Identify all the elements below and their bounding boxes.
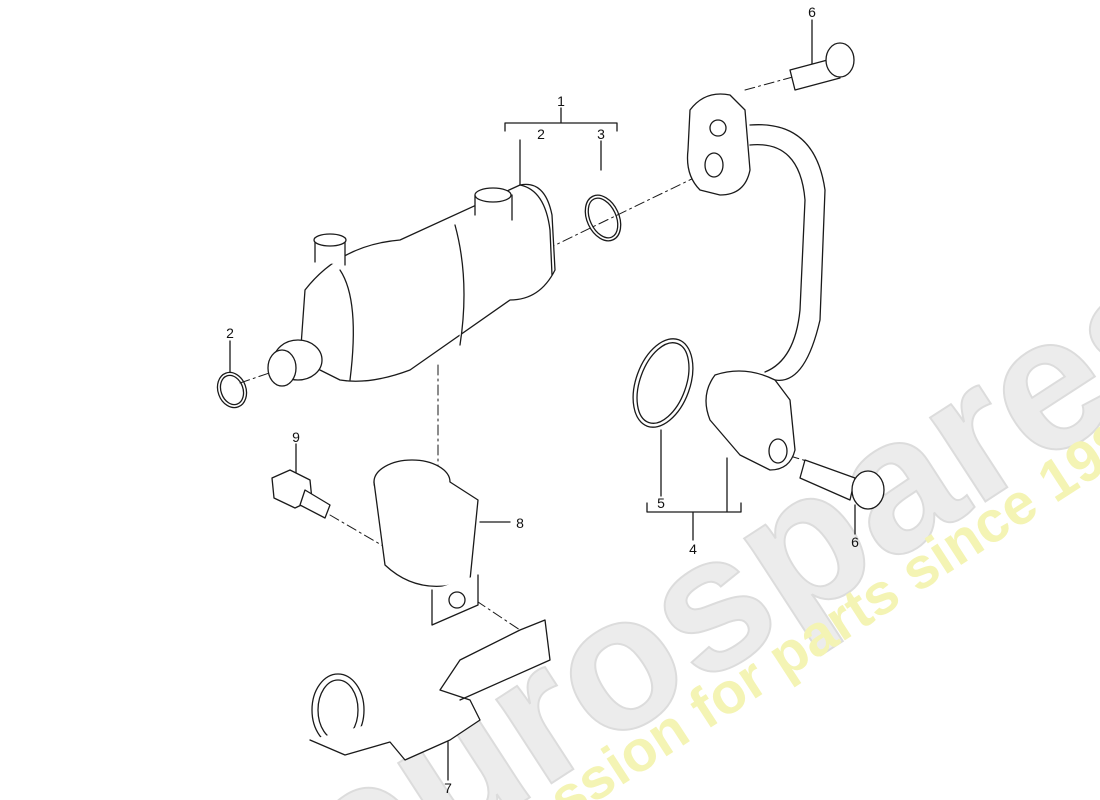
callout-2-left[interactable]: 2 (226, 325, 234, 341)
callout-9[interactable]: 9 (292, 429, 300, 445)
o-ring-5 (632, 338, 694, 428)
callout-2[interactable]: 2 (537, 126, 545, 142)
o-ring-left (216, 371, 248, 409)
callout-4[interactable]: 4 (689, 541, 697, 557)
callout-8[interactable]: 8 (516, 515, 524, 531)
bracket (309, 619, 551, 761)
assembly-axis-lines (239, 74, 811, 631)
callout-5[interactable]: 5 (657, 495, 665, 511)
socket-bolt-bottom (799, 459, 885, 510)
o-ring-3 (584, 194, 622, 242)
callout-1[interactable]: 1 (557, 93, 565, 109)
callout-6-top[interactable]: 6 (808, 4, 816, 20)
ac-line (686, 93, 826, 471)
callout-leaders (229, 19, 856, 781)
receiver-dryer (267, 183, 556, 387)
hex-bolt (271, 469, 331, 519)
callout-3[interactable]: 3 (597, 126, 605, 142)
callout-7[interactable]: 7 (444, 780, 452, 796)
clamp-band (373, 459, 479, 626)
socket-bolt-top (789, 42, 855, 91)
callout-6-bottom[interactable]: 6 (851, 534, 859, 550)
